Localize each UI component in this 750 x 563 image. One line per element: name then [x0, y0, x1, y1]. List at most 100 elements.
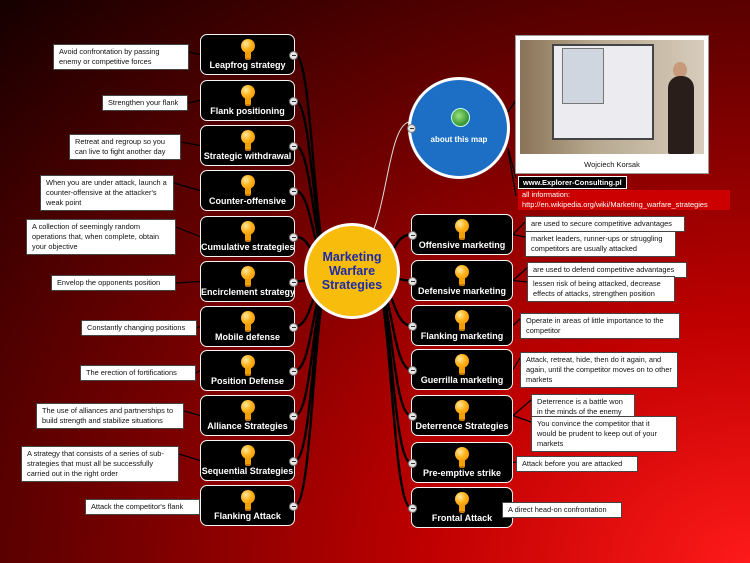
branch-node[interactable]: Cumulative strategies	[200, 216, 298, 257]
collapse-toggle[interactable]	[408, 411, 417, 421]
collapse-toggle[interactable]	[407, 124, 416, 133]
collapse-toggle[interactable]	[289, 141, 298, 151]
note-box[interactable]: lessen risk of being attacked, decrease …	[527, 276, 675, 302]
website-link[interactable]: www.Explorer-Consulting.pl	[518, 176, 627, 189]
collapse-toggle[interactable]	[408, 321, 417, 331]
note-connector	[187, 99, 201, 104]
note-box[interactable]: Attack before you are attacked	[516, 456, 638, 472]
note-box[interactable]: A direct head-on confrontation	[502, 502, 622, 518]
collapse-toggle[interactable]	[408, 503, 417, 513]
branch-node[interactable]: Defensive marketing	[408, 260, 513, 301]
branch-node[interactable]: Encirclement strategy	[200, 261, 298, 302]
note-connector	[175, 226, 201, 238]
lightbulb-icon	[240, 445, 256, 467]
note-box[interactable]: Strengthen your flank	[102, 95, 188, 111]
branch-node[interactable]: Offensive marketing	[408, 214, 513, 255]
note-box[interactable]: Retreat and regroup so you can live to f…	[69, 134, 181, 160]
collapse-toggle[interactable]	[289, 232, 298, 242]
branch-label: Encirclement strategy	[201, 287, 296, 297]
note-connector	[183, 410, 201, 417]
collapse-toggle[interactable]	[408, 458, 417, 468]
note-connector	[512, 233, 526, 238]
note-box[interactable]: A collection of seemingly random operati…	[26, 219, 176, 255]
lightbulb-icon	[454, 400, 470, 422]
note-connector	[173, 182, 201, 192]
branch-label: Counter-offensive	[208, 196, 286, 206]
note-box[interactable]: Constantly changing positions	[81, 320, 197, 336]
lightbulb-icon	[454, 354, 470, 376]
branch-node[interactable]: Guerrilla marketing	[408, 349, 513, 390]
branch-label: Pre-emptive strike	[422, 468, 502, 478]
branch-label: Defensive marketing	[417, 286, 507, 296]
branch-label: Mobile defense	[214, 332, 280, 342]
branch-node[interactable]: Frontal Attack	[408, 487, 513, 528]
branch-label: Flanking Attack	[214, 511, 281, 521]
note-box[interactable]: The use of alliances and partnerships to…	[36, 403, 184, 429]
branch-node[interactable]: Flanking marketing	[408, 305, 513, 346]
note-box[interactable]: are used to secure competitive advantage…	[525, 216, 685, 232]
branch-label: Leapfrog strategy	[209, 60, 286, 70]
branch-label: Guerrilla marketing	[420, 375, 504, 385]
branch-node[interactable]: Flank positioning	[200, 80, 298, 121]
lightbulb-icon	[454, 310, 470, 332]
collapse-toggle[interactable]	[408, 365, 417, 375]
note-box[interactable]: You convince the competitor that it woul…	[531, 416, 677, 452]
branch-node[interactable]: Counter-offensive	[200, 170, 298, 211]
collapse-toggle[interactable]	[289, 501, 298, 511]
branch-node[interactable]: Sequential Strategies	[200, 440, 298, 481]
note-box[interactable]: Attack, retreat, hide, then do it again,…	[520, 352, 678, 388]
branch-node[interactable]: Alliance Strategies	[200, 395, 298, 436]
note-box[interactable]: Operate in areas of little importance to…	[520, 313, 680, 339]
lightbulb-icon	[240, 85, 256, 107]
collapse-toggle[interactable]	[289, 277, 298, 287]
note-box[interactable]: market leaders, runner-ups or struggling…	[525, 231, 676, 257]
note-connector	[512, 399, 532, 416]
branch-node[interactable]: Position Defense	[200, 350, 298, 391]
note-connector	[180, 141, 201, 147]
note-connector	[507, 147, 517, 179]
branch-label: Alliance Strategies	[207, 421, 288, 431]
note-connector	[175, 280, 201, 284]
collapse-toggle[interactable]	[289, 96, 298, 106]
collapse-toggle[interactable]	[408, 230, 417, 240]
note-connector	[178, 453, 201, 462]
collapse-toggle[interactable]	[289, 366, 298, 376]
central-topic[interactable]: Marketing Warfare Strategies	[304, 223, 400, 319]
lightbulb-icon	[240, 39, 256, 61]
note-box[interactable]: Attack the competitor's flank	[85, 499, 200, 515]
lightbulb-icon	[240, 490, 256, 512]
note-box[interactable]: When you are under attack, launch a coun…	[40, 175, 174, 211]
note-box[interactable]: A strategy that consists of a series of …	[21, 446, 179, 482]
note-box[interactable]: Avoid confrontation by passing enemy or …	[53, 44, 189, 70]
globe-icon	[451, 108, 470, 127]
screen-panel	[562, 48, 604, 104]
branch-node[interactable]: Mobile defense	[200, 306, 298, 347]
about-label: about this map	[430, 135, 488, 144]
branch-node[interactable]: Flanking Attack	[200, 485, 298, 526]
about-this-map-node[interactable]: about this map	[407, 77, 510, 179]
collapse-toggle[interactable]	[289, 50, 298, 60]
branch-label: Frontal Attack	[431, 513, 493, 523]
collapse-toggle[interactable]	[289, 186, 298, 196]
note-box[interactable]: Envelop the opponents position	[51, 275, 176, 291]
branch-label: Flank positioning	[210, 106, 285, 116]
collapse-toggle[interactable]	[408, 276, 417, 286]
branch-node[interactable]: Deterrence Strategies	[408, 395, 513, 436]
lightbulb-icon	[240, 400, 256, 422]
branch-node[interactable]: Leapfrog strategy	[200, 34, 298, 75]
collapse-toggle[interactable]	[289, 322, 298, 332]
branch-label: Cumulative strategies	[201, 242, 295, 252]
info-note[interactable]: all information: http://en.wikipedia.org…	[518, 190, 730, 210]
lightbulb-icon	[454, 492, 470, 514]
branch-node[interactable]: Pre-emptive strike	[408, 442, 513, 483]
info-label: all information:	[522, 190, 571, 199]
collapse-toggle[interactable]	[289, 456, 298, 466]
branch-node[interactable]: Strategic withdrawal	[200, 125, 298, 166]
lightbulb-icon	[240, 130, 256, 152]
lightbulb-icon	[240, 355, 256, 377]
note-box[interactable]: The erection of fortifications	[80, 365, 196, 381]
collapse-toggle[interactable]	[289, 411, 298, 421]
central-topic-title: Marketing Warfare Strategies	[321, 250, 383, 292]
note-box[interactable]: Deterrence is a battle won in the minds …	[531, 394, 635, 420]
branch-label: Strategic withdrawal	[203, 151, 292, 161]
